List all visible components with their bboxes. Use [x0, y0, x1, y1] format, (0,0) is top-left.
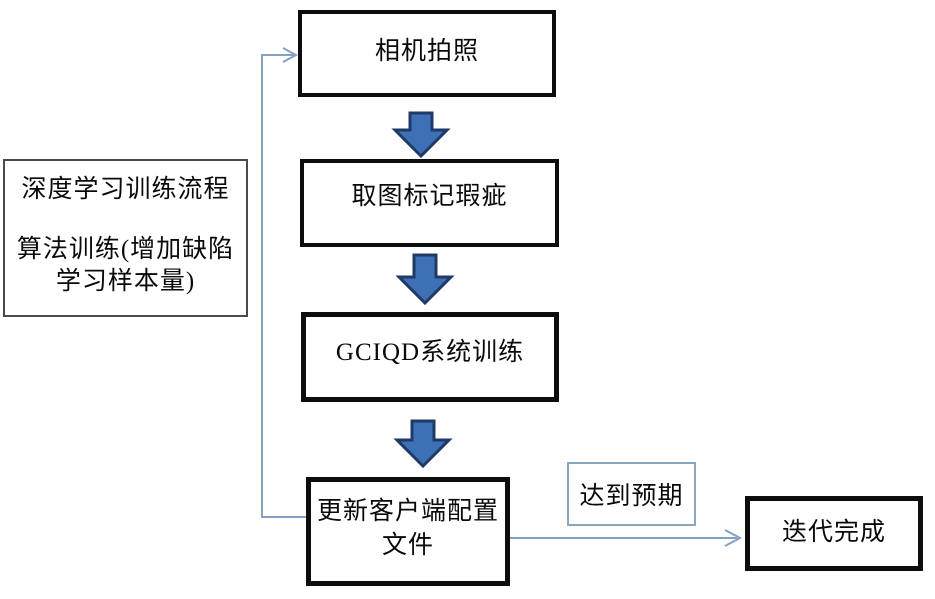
side-note-box: 深度学习训练流程 算法训练(增加缺陷 学习样本量) [3, 159, 248, 317]
connector-output-arrowhead-icon [724, 529, 743, 547]
side-note-line2: 算法训练(增加缺陷 [16, 236, 235, 263]
flow-node-mark-defects-label: 取图标记瑕疵 [351, 183, 508, 210]
side-note-line3: 学习样本量) [55, 268, 196, 295]
side-note-line1: 深度学习训练流程 [21, 176, 230, 203]
side-note-spacer [5, 206, 246, 234]
flow-node-update-config-label-line2: 文件 [381, 532, 434, 559]
flow-node-camera-label: 相机拍照 [374, 38, 479, 65]
edge-label-expectation-text: 达到预期 [579, 483, 684, 510]
block-arrow-down-icon-2 [395, 253, 455, 306]
flow-node-update-config-label-line1: 更新客户端配置 [316, 498, 499, 525]
block-arrow-down-icon-3 [393, 419, 453, 469]
flow-node-update-config: 更新客户端配置 文件 [306, 477, 510, 586]
edge-label-expectation: 达到预期 [567, 462, 696, 526]
flow-node-iteration-done: 迭代完成 [745, 496, 923, 571]
connector-feedback-arrowhead-icon [282, 47, 299, 63]
flow-node-gciqd-training: GCIQD系统训练 [301, 312, 559, 402]
connector-feedback-line [261, 54, 306, 518]
block-arrow-down-icon-1 [391, 111, 451, 159]
flow-node-mark-defects: 取图标记瑕疵 [300, 159, 559, 247]
flow-node-iteration-done-label: 迭代完成 [781, 519, 886, 546]
flow-node-camera: 相机拍照 [298, 10, 556, 97]
flow-node-gciqd-training-label: GCIQD系统训练 [335, 339, 525, 366]
